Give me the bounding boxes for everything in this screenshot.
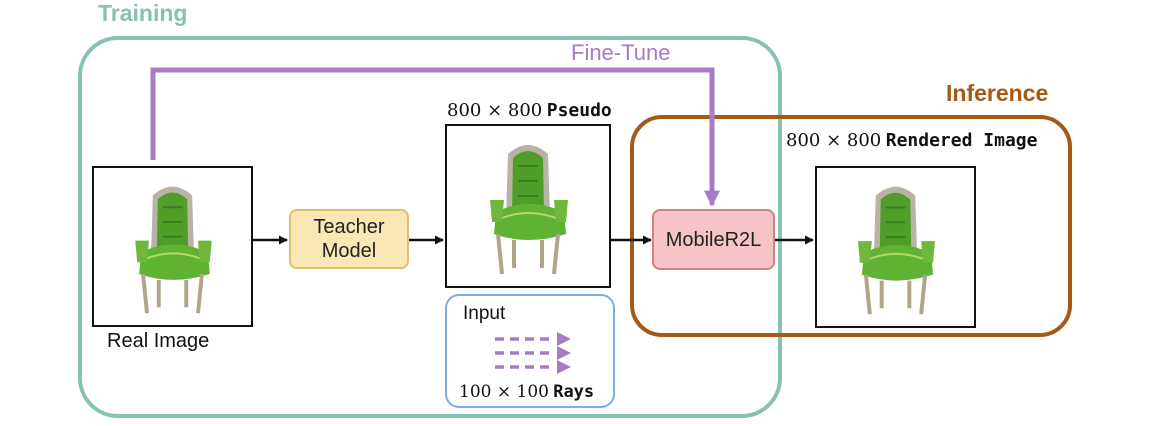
finetune-label: Fine-Tune <box>571 40 671 65</box>
input-title: Input <box>463 303 506 324</box>
teacher-line2: Model <box>321 240 377 262</box>
input-rays-label: 100 × 100 Rays <box>459 383 594 401</box>
inference-label: Inference <box>946 80 1049 106</box>
pseudo-image-frame <box>445 124 611 288</box>
teacher-line1: Teacher <box>313 216 385 238</box>
input-size: 100 × 100 <box>459 382 549 402</box>
rendered-word: Rendered Image <box>885 130 1038 151</box>
rendered-label: 800 × 800 Rendered Image <box>786 131 1037 150</box>
pseudo-label: 800 × 800 Pseudo <box>447 101 612 120</box>
teacher-model-box: Teacher Model <box>289 209 409 269</box>
pseudo-size: 800 × 800 <box>447 100 543 121</box>
chair-image <box>490 145 568 275</box>
mobiler2l-box: MobileR2L <box>652 209 775 270</box>
training-label: Training <box>98 0 188 26</box>
training-region <box>78 36 782 418</box>
real-image-frame <box>92 166 253 327</box>
rendered-size: 800 × 800 <box>786 130 882 151</box>
chair-image <box>135 186 212 314</box>
real-image-caption: Real Image <box>107 330 210 352</box>
mobiler2l-label: MobileR2L <box>665 228 762 251</box>
inference-region <box>630 115 1072 337</box>
input-word: Rays <box>553 382 595 402</box>
rendered-image-frame <box>815 166 976 328</box>
finetune-arrow <box>150 67 720 207</box>
pseudo-word: Pseudo <box>546 100 612 121</box>
chair-image <box>857 186 935 315</box>
input-box: Input 100 × 100 Rays <box>445 294 615 408</box>
rays-arrow-icon <box>495 332 571 374</box>
